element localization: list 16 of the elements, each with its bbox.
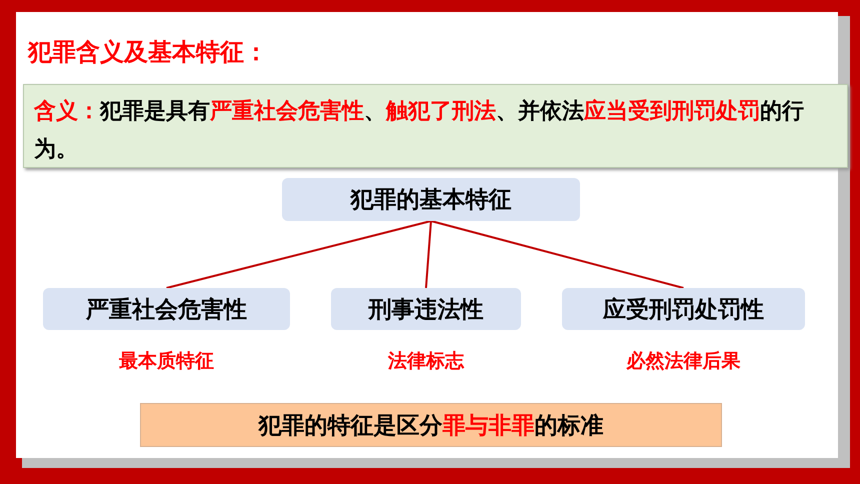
definition-text: 含义：犯罪是具有严重社会危害性、触犯了刑法、并依法应当受到刑罚处罚的行为。 xyxy=(34,98,805,164)
definition-box xyxy=(23,84,848,168)
title: 犯罪含义及基本特征： xyxy=(28,37,268,68)
highlight-box xyxy=(140,403,722,447)
node-label: 刑事违法性 xyxy=(367,296,484,324)
connector-line xyxy=(166,220,432,289)
connector-line xyxy=(425,220,432,288)
feature-note: 最本质特征 xyxy=(118,349,215,374)
node-label: 严重社会危害性 xyxy=(84,296,248,324)
node-label: 应受刑罚处罚性 xyxy=(602,296,765,324)
node-label: 犯罪的特征是区分罪与非罪的标准 xyxy=(257,412,604,440)
rounded-box xyxy=(282,178,580,221)
feature-note: 法律标志 xyxy=(386,349,466,374)
node-label: 犯罪的基本特征 xyxy=(349,186,512,215)
connector-line xyxy=(430,220,684,289)
feature-note: 必然法律后果 xyxy=(625,349,742,374)
